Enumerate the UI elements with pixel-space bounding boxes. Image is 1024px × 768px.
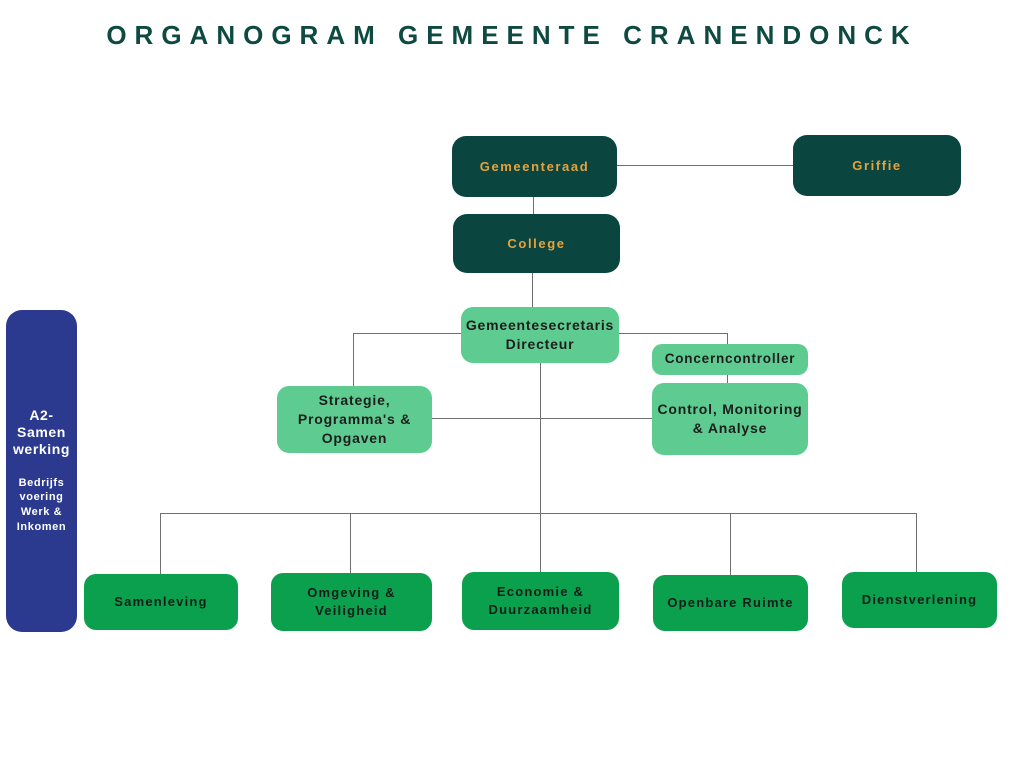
connector-drop-dienstverlening [916,513,917,572]
node-samenleving: Samenleving [84,574,238,630]
node-college: College [453,214,620,273]
node-strategie-programmas-opgaven: Strategie, Programma's & Opgaven [277,386,432,453]
connector-gemsec-concern-vertical [727,333,728,344]
node-concerncontroller: Concerncontroller [652,344,808,375]
connector-drop-omgeving [350,513,351,574]
connector-gemeenteraad-college [533,197,534,214]
node-griffie: Griffie [793,135,961,196]
connector-gemsec-strategie-horizontal [353,333,461,334]
node-openbare-ruimte: Openbare Ruimte [653,575,808,631]
connector-gemsec-departments-vertical [540,363,541,514]
connector-gemeenteraad-griffie [617,165,793,166]
node-gemeentesecretaris-directeur: Gemeentesecretaris Directeur [461,307,619,363]
node-omgeving-veiligheid: Omgeving & Veiligheid [271,573,432,631]
connector-gemsec-strategie-vertical [353,333,354,386]
node-dienstverlening: Dienstverlening [842,572,997,628]
connector-drop-openbare [730,513,731,575]
node-gemeenteraad: Gemeenteraad [452,136,617,197]
sidebar-a2-samenwerking: A2- Samen werking Bedrijfs voering Werk … [6,310,77,632]
connector-drop-samenleving [160,513,161,574]
sidebar-subtitle: Bedrijfs voering Werk & Inkomen [16,476,67,534]
connector-departments-horizontal [160,513,917,514]
connector-college-gemeentesecretaris [532,273,533,307]
connector-drop-economie [540,513,541,573]
page-title: ORGANOGRAM GEMEENTE CRANENDONCK [106,20,918,50]
connector-concern-control [727,375,728,383]
connector-strategie-control [432,418,652,419]
connector-gemsec-concern-horizontal [619,333,728,334]
node-economie-duurzaamheid: Economie & Duurzaamheid [462,572,619,630]
sidebar-title: A2- Samen werking [12,407,71,457]
node-control-monitoring-analyse: Control, Monitoring & Analyse [652,383,808,455]
